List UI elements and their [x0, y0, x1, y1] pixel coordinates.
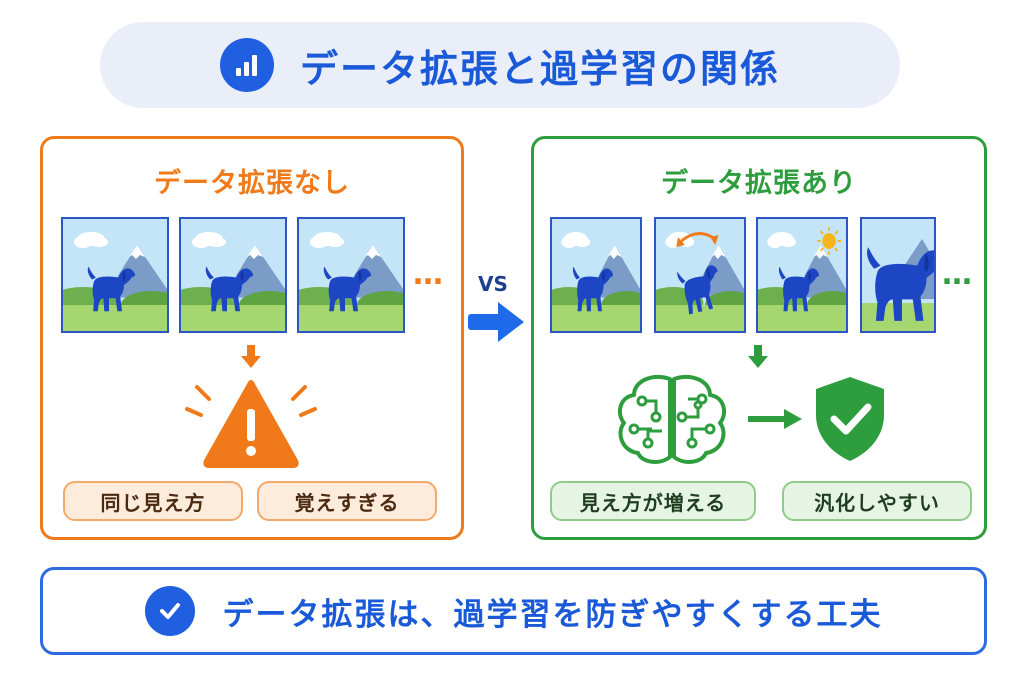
page-title: データ拡張と過学習の関係 [299, 46, 780, 91]
brain-circuit-icon [617, 375, 727, 464]
tag-generalizes: 汎化しやすい [782, 481, 972, 521]
arrow-down-icon [241, 345, 261, 368]
image-thumbnail-original [550, 217, 642, 333]
arrow-right-icon [748, 409, 802, 429]
tag-overmemorize: 覚えすぎる [257, 481, 437, 521]
ellipsis: … [942, 257, 975, 292]
image-thumbnail-2 [179, 217, 287, 333]
arrow-down-icon [748, 345, 768, 368]
image-thumbnail-rotated [654, 217, 746, 333]
panel-without-augmentation: データ拡張なし … 同じ見え方 覚えすぎる [40, 136, 464, 540]
panel-with-augmentation: データ拡張あり [531, 136, 987, 540]
tag-more-variation: 見え方が増える [550, 481, 756, 521]
check-circle-icon [144, 586, 195, 636]
image-thumbnail-3 [297, 217, 405, 333]
image-thumbnail-1 [61, 217, 169, 333]
panel-title-without: データ拡張なし [154, 168, 350, 199]
conclusion-text: データ拡張は、過学習を防ぎやすくする工夫 [222, 596, 883, 633]
bar-chart-icon [219, 38, 274, 92]
ellipsis: … [413, 257, 446, 292]
image-thumbnail-brightness [756, 217, 848, 333]
title-banner: データ拡張と過学習の関係 [100, 22, 900, 108]
vs-label: VS [478, 272, 508, 296]
tag-same-appearance: 同じ見え方 [63, 481, 243, 521]
arrow-right-icon [468, 302, 524, 342]
image-thumbnail-zoomed [860, 217, 936, 333]
shield-check-icon [816, 377, 884, 461]
panel-title-with: データ拡張あり [661, 168, 857, 199]
conclusion-box: データ拡張は、過学習を防ぎやすくする工夫 [40, 567, 987, 655]
warning-triangle-icon [185, 380, 317, 468]
